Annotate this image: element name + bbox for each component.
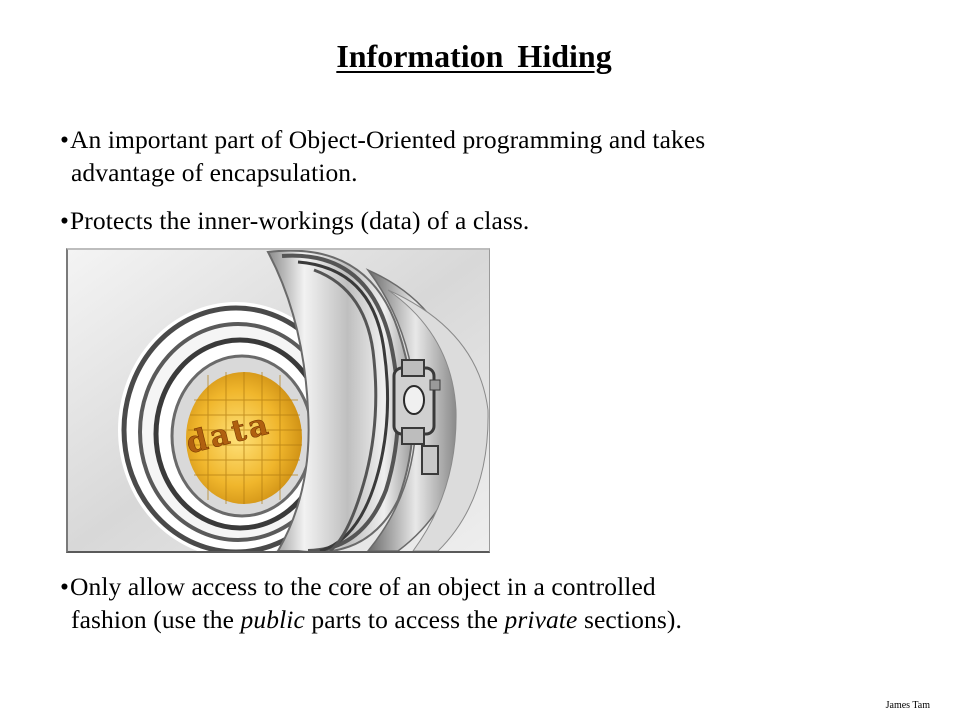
public-keyword: public <box>240 605 305 634</box>
bullet-text-line1: Protects the inner-workings (data) of a … <box>70 206 530 235</box>
bullet-protects-data: •Protects the inner-workings (data) of a… <box>60 204 900 237</box>
bullet-marker: • <box>60 125 70 154</box>
bullet-text-line2: advantage of encapsulation. <box>71 158 358 187</box>
bullet-text-line1: Only allow access to the core of an obje… <box>70 572 656 601</box>
line2-part-c: sections). <box>577 605 682 634</box>
line2-part-a: fashion (use the <box>71 605 241 634</box>
line2-part-b: parts to access the <box>304 605 505 634</box>
bullet-marker: • <box>60 572 70 601</box>
vault-door-icon: data <box>68 250 489 551</box>
author-footer: James Tam <box>885 700 930 711</box>
vault-door-image: data <box>66 248 490 553</box>
bullet-marker: • <box>60 206 70 235</box>
bullet-text-line1: An important part of Object-Oriented pro… <box>70 125 706 154</box>
bullet-encapsulation: •An important part of Object-Oriented pr… <box>60 123 900 189</box>
slide-title: Information Hiding <box>336 38 612 74</box>
bullet-controlled-access: •Only allow access to the core of an obj… <box>60 570 900 636</box>
bullet-text-line2: fashion (use the public parts to access … <box>60 603 900 636</box>
private-keyword: private <box>504 605 578 634</box>
